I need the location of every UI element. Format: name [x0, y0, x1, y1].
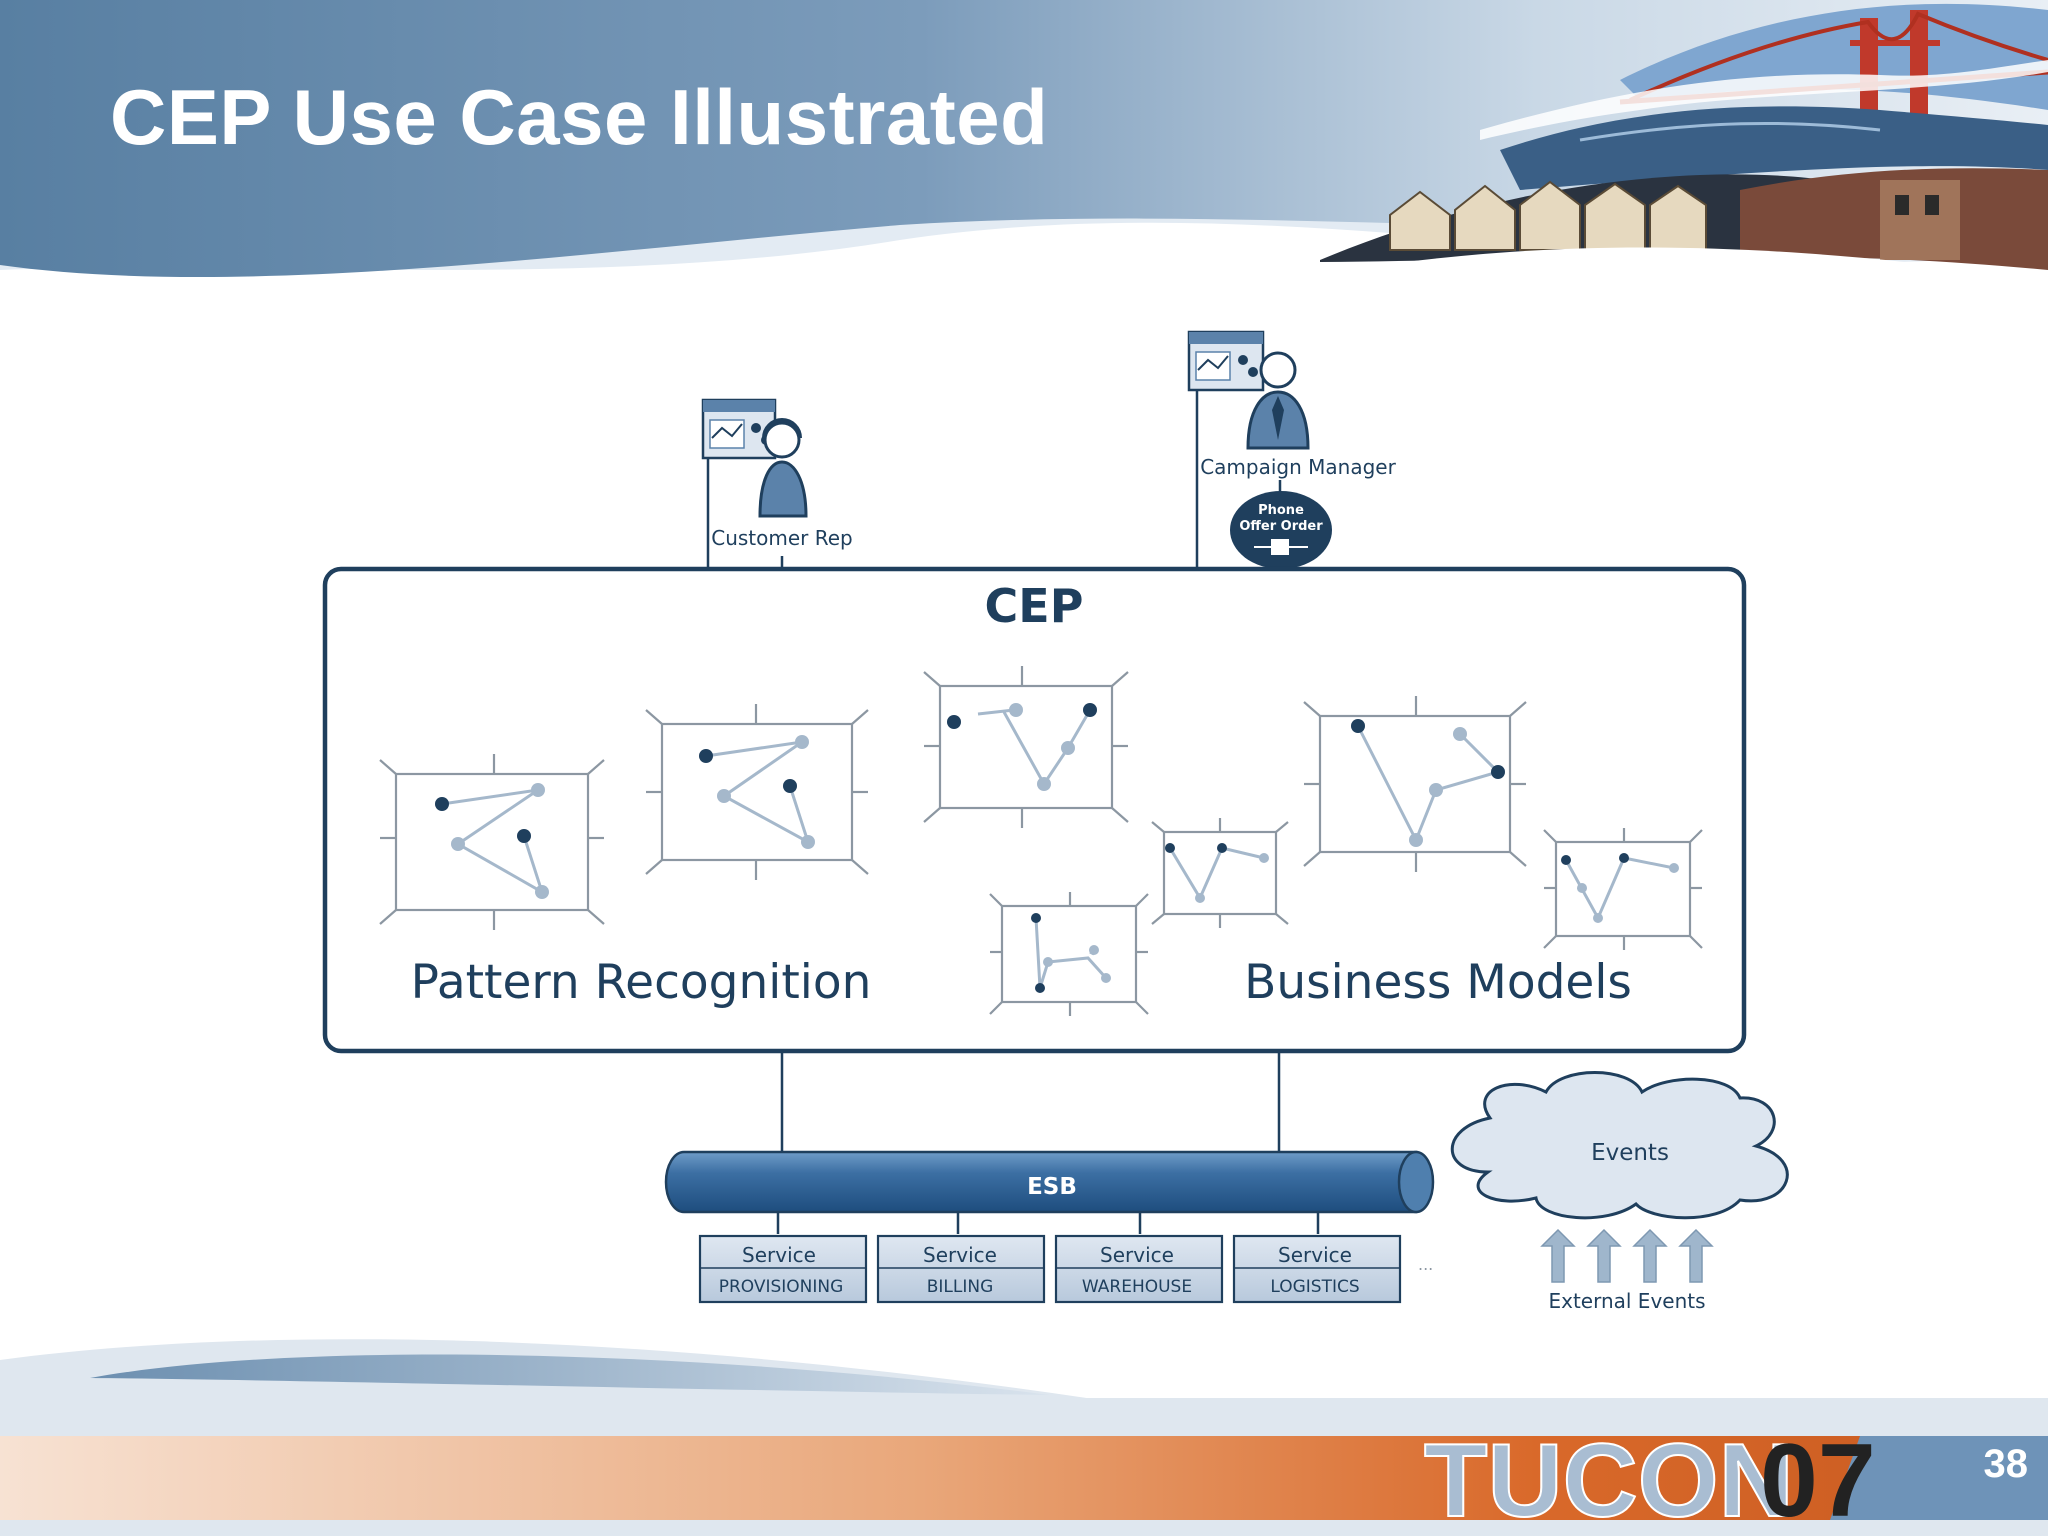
logo-year: 07: [1760, 1423, 1876, 1536]
logo-text: TUCON: [1424, 1423, 1794, 1536]
service-provisioning: Service PROVISIONING: [700, 1236, 866, 1302]
esb-pipe: ESB: [666, 1152, 1433, 1212]
page-number: 38: [1984, 1442, 2029, 1487]
service-title: Service: [1100, 1243, 1174, 1267]
headset-agent-icon: [760, 420, 806, 516]
service-name: LOGISTICS: [1270, 1277, 1359, 1297]
browser-window-icon: [1189, 332, 1263, 390]
tucon07-logo: TUCON 07: [1424, 1423, 1876, 1536]
external-events-label: External Events: [1548, 1289, 1705, 1313]
badge-line1: Phone: [1258, 503, 1304, 518]
business-models-label: Business Models: [1244, 955, 1632, 1010]
campaign-manager-label: Campaign Manager: [1200, 455, 1396, 479]
service-name: WAREHOUSE: [1082, 1277, 1192, 1297]
service-title: Service: [1278, 1243, 1352, 1267]
events-cloud-icon: Events: [1452, 1073, 1787, 1218]
service-name: PROVISIONING: [719, 1277, 844, 1297]
service-title: Service: [923, 1243, 997, 1267]
pattern-recognition-label: Pattern Recognition: [411, 955, 872, 1010]
events-label: Events: [1591, 1140, 1669, 1166]
footer-band: TUCON 07: [0, 1320, 2048, 1536]
service-title: Service: [742, 1243, 816, 1267]
service-warehouse: Service WAREHOUSE: [1056, 1236, 1222, 1302]
campaign-manager-actor: Campaign Manager Phone Offer Order: [1189, 332, 1397, 569]
phone-offer-order-badge: Phone Offer Order: [1230, 491, 1332, 569]
service-logistics: Service LOGISTICS: [1234, 1236, 1400, 1302]
badge-line2: Offer Order: [1239, 519, 1323, 534]
esb-label: ESB: [1027, 1174, 1077, 1200]
customer-rep-label: Customer Rep: [711, 526, 853, 550]
customer-rep-actor: Customer Rep: [703, 400, 853, 550]
cep-title: CEP: [985, 579, 1084, 633]
service-name: BILLING: [927, 1277, 994, 1297]
services-ellipsis: ...: [1418, 1255, 1433, 1274]
service-billing: Service BILLING: [878, 1236, 1044, 1302]
external-events-arrows: [1542, 1230, 1712, 1282]
